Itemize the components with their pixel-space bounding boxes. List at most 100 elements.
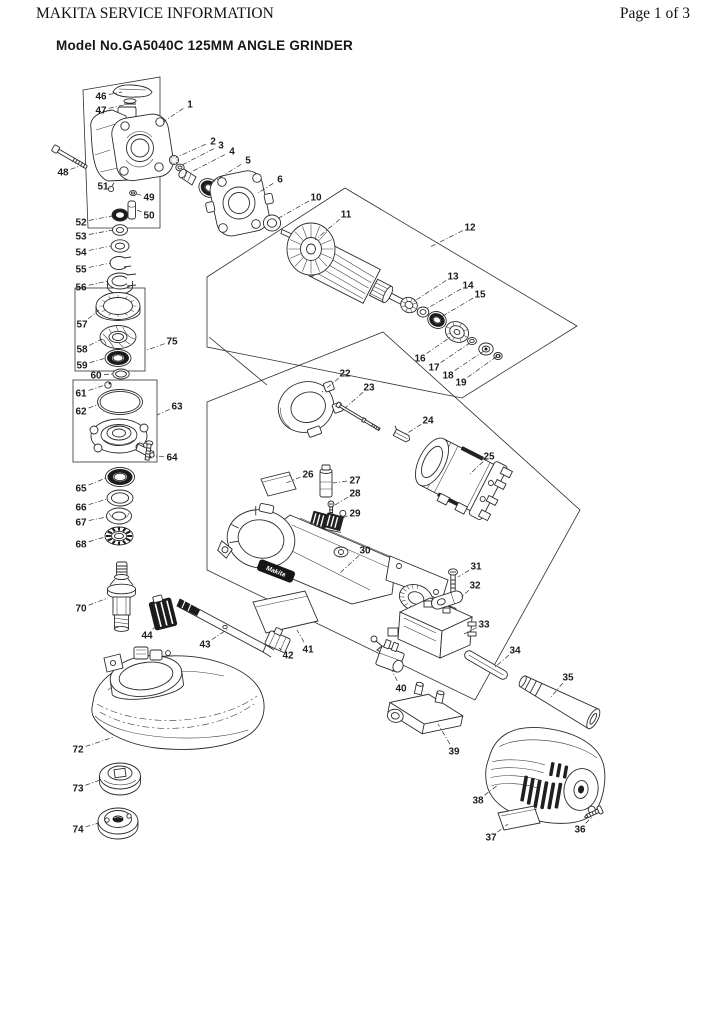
callout-10: 10 xyxy=(310,192,322,203)
callout-41: 41 xyxy=(302,644,314,655)
lock-nut-part xyxy=(97,807,139,840)
lower-bearing-stack xyxy=(104,467,135,546)
leader-line-60 xyxy=(103,373,114,375)
leader-line-67 xyxy=(88,516,108,521)
leader-line-22 xyxy=(321,377,340,393)
brush-holder-part xyxy=(319,464,333,498)
callout-50: 50 xyxy=(143,210,155,221)
callout-24: 24 xyxy=(422,415,434,426)
callout-48: 48 xyxy=(57,167,69,178)
leader-line-25 xyxy=(469,461,484,475)
leader-line-48 xyxy=(70,165,81,170)
leader-line-10 xyxy=(276,200,310,220)
callout-67: 67 xyxy=(75,517,87,528)
leader-line-30 xyxy=(339,555,360,574)
callout-60: 60 xyxy=(90,370,102,381)
callout-36: 36 xyxy=(574,824,586,835)
callout-28: 28 xyxy=(349,488,361,499)
leader-line-28 xyxy=(334,496,349,506)
leader-line-70 xyxy=(88,597,109,606)
field-part xyxy=(415,437,514,522)
leader-line-18 xyxy=(454,350,485,371)
leader-line-50 xyxy=(136,209,142,213)
leader-line-46 xyxy=(108,91,123,95)
callout-52: 52 xyxy=(75,217,87,228)
spindle-part xyxy=(107,561,136,632)
callout-74: 74 xyxy=(72,824,84,835)
callout-25: 25 xyxy=(483,451,495,462)
leader-line-66 xyxy=(88,498,108,505)
leader-line-57 xyxy=(87,309,100,320)
callout-15: 15 xyxy=(474,289,486,300)
callout-56: 56 xyxy=(75,282,87,293)
callout-44: 44 xyxy=(141,630,153,641)
internal-gear-part xyxy=(95,292,141,321)
leader-line-40 xyxy=(391,670,398,682)
long-screw-part xyxy=(335,401,381,432)
leader-line-33 xyxy=(463,627,478,635)
leader-line-43 xyxy=(211,628,229,640)
callout-4: 4 xyxy=(229,146,235,157)
callout-18: 18 xyxy=(442,370,454,381)
bolt-part-48 xyxy=(51,144,88,169)
callout-12: 12 xyxy=(464,222,476,233)
callout-23: 23 xyxy=(363,382,375,393)
callout-75: 75 xyxy=(166,336,178,347)
leader-line-15 xyxy=(440,297,474,318)
leader-line-42 xyxy=(278,647,282,651)
callout-39: 39 xyxy=(448,746,460,757)
callout-2: 2 xyxy=(210,136,216,147)
leader-line-39 xyxy=(437,723,451,745)
leader-line-24 xyxy=(405,423,422,435)
callout-42: 42 xyxy=(282,650,294,661)
callout-34: 34 xyxy=(509,645,521,656)
leader-line-56 xyxy=(88,280,109,286)
callout-5: 5 xyxy=(245,155,251,166)
leader-line-3 xyxy=(181,148,215,166)
leader-line-34 xyxy=(494,654,510,668)
leader-line-4 xyxy=(190,154,226,173)
callout-65: 65 xyxy=(75,483,87,494)
armature-bearing-parts xyxy=(400,296,503,360)
callout-51: 51 xyxy=(97,181,109,192)
callout-63: 63 xyxy=(171,401,183,412)
callout-19: 19 xyxy=(455,377,467,388)
callout-37: 37 xyxy=(485,832,497,843)
callout-64: 64 xyxy=(166,452,178,463)
callout-32: 32 xyxy=(469,580,481,591)
callout-53: 53 xyxy=(75,231,87,242)
wheel-guard-part xyxy=(91,646,265,750)
leader-line-5 xyxy=(212,163,242,183)
callout-47: 47 xyxy=(95,105,107,116)
switch-part xyxy=(370,597,477,662)
leader-line-13 xyxy=(412,280,447,303)
connector-block-part xyxy=(264,627,291,653)
clip-part xyxy=(392,425,411,443)
label-part-26 xyxy=(260,471,297,497)
callout-61: 61 xyxy=(75,388,87,399)
leader-line-68 xyxy=(88,536,106,543)
inner-flange-part xyxy=(99,762,141,796)
leader-line-29 xyxy=(339,515,348,520)
callout-33: 33 xyxy=(478,619,490,630)
group-outlines xyxy=(72,76,581,701)
bevel-gear-part xyxy=(99,325,137,349)
callout-49: 49 xyxy=(143,192,155,203)
leader-line-19 xyxy=(467,356,497,378)
bearing-box-group xyxy=(89,368,155,461)
leader-line-35 xyxy=(550,682,564,698)
callout-54: 54 xyxy=(75,247,87,258)
tube-part-34 xyxy=(464,650,508,680)
baffle-plate-part xyxy=(277,380,344,438)
leader-line-63 xyxy=(156,408,170,416)
controller-part xyxy=(386,681,464,735)
label-part-37 xyxy=(497,805,541,831)
callout-3: 3 xyxy=(218,140,224,151)
leader-line-12 xyxy=(429,230,464,248)
spindle-bearing-part xyxy=(104,349,132,367)
insulation-sheet-part xyxy=(252,590,319,634)
leader-line-58 xyxy=(88,338,103,346)
callout-70: 70 xyxy=(75,603,87,614)
